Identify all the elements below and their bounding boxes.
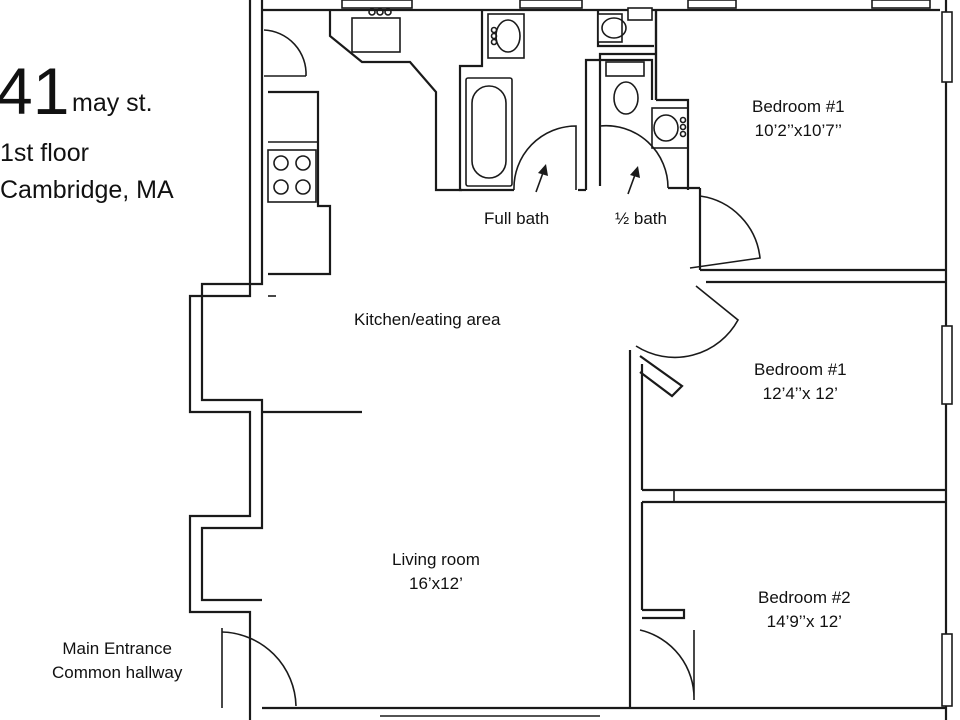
main-entrance-line2: Common hallway <box>52 663 183 682</box>
bedroom-middle-name: Bedroom #1 <box>754 360 847 379</box>
bedroom-top-name: Bedroom #1 <box>752 97 845 116</box>
bedroom-bottom-name: Bedroom #2 <box>758 588 851 607</box>
bedroom-top-walls <box>654 10 946 284</box>
city-label: Cambridge, MA <box>0 176 174 204</box>
bedroom-top-label: Bedroom #1 10’2’’x10’7’’ <box>752 95 845 143</box>
full-bath-walls <box>458 10 654 192</box>
address-street: may st. <box>72 89 153 117</box>
main-entrance-line1: Main Entrance <box>62 639 172 658</box>
bedroom-bottom-door <box>628 629 695 708</box>
living-room-name: Living room <box>392 550 480 569</box>
kitchen-counter <box>267 90 332 297</box>
bedroom-middle-label: Bedroom #1 12’4’’x 12’ <box>754 358 847 406</box>
windows <box>341 0 953 707</box>
kitchen-sink <box>328 8 462 192</box>
bedroom-bottom-size: 14’9’’x 12’ <box>766 612 842 631</box>
half-bath-walls <box>596 7 700 190</box>
living-room-size: 16’x12’ <box>409 574 463 593</box>
bedroom-bottom-label: Bedroom #2 14’9’’x 12’ <box>758 586 851 634</box>
bedroom-middle-size: 12’4’’x 12’ <box>762 384 838 403</box>
floor-label: 1st floor <box>0 139 89 167</box>
main-entrance-label: Main Entrance Common hallway <box>52 637 182 685</box>
living-room-label: Living room 16’x12’ <box>392 548 480 596</box>
half-bath-label: ½ bath <box>615 209 667 228</box>
entry-door-top <box>263 29 307 77</box>
bath-arrows <box>535 164 640 195</box>
main-entrance-door <box>221 628 297 708</box>
address-number: 41 <box>0 54 70 128</box>
kitchen-label: Kitchen/eating area <box>354 310 501 329</box>
bedroom-top-size: 10’2’’x10’7’’ <box>754 121 842 140</box>
full-bath-label: Full bath <box>484 209 550 228</box>
bedroom-middle-walls <box>628 285 946 630</box>
